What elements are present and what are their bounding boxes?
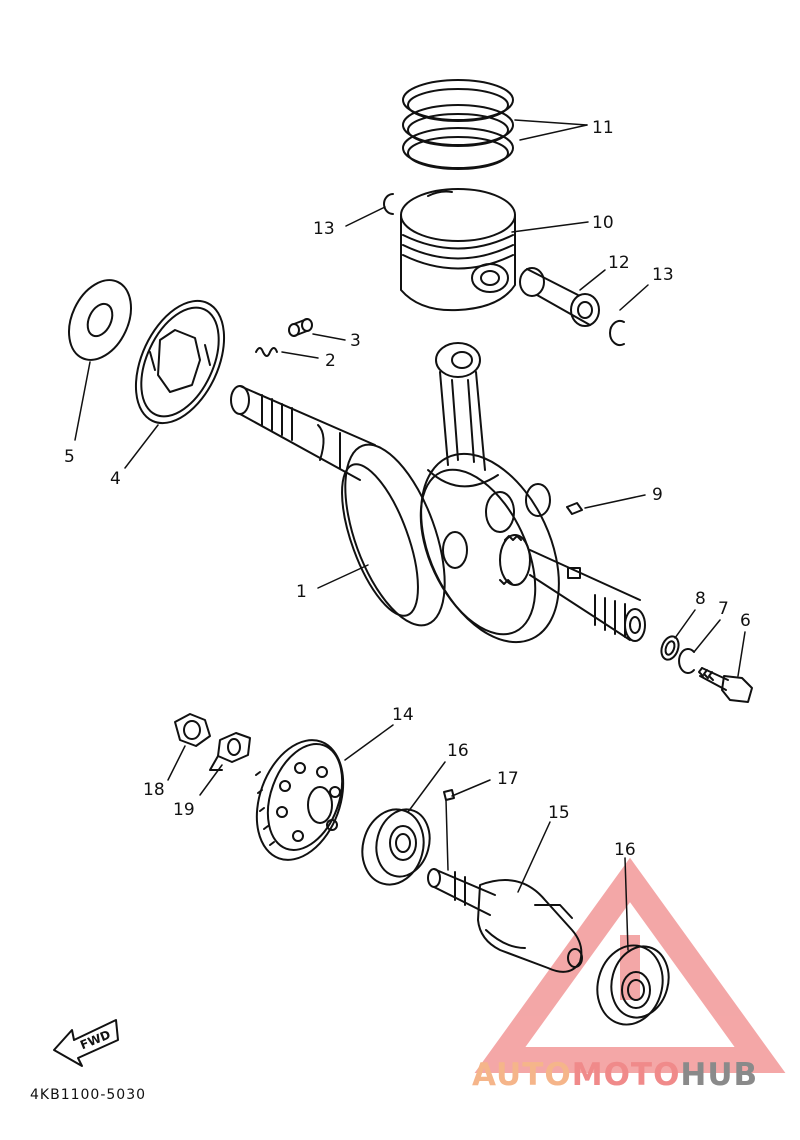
watermark-brand-text: AUTOMOTOHUB [472,1057,758,1093]
bolt-6 [698,667,753,703]
part-number: 4KB1100-5030 [30,1087,146,1103]
plate-4 [134,299,226,425]
callout-8: 8 [695,589,706,609]
nut-18 [174,713,211,747]
leader-lines [74,119,746,951]
callout-19: 19 [173,800,195,820]
callout-1: 1 [296,582,307,602]
callout-14: 14 [392,705,414,725]
balancer-shaft-15 [427,868,583,973]
fwd-arrow-icon [53,1019,119,1067]
watermark-auto: AUTO [472,1057,572,1093]
pin-3 [288,318,313,337]
callout-18: 18 [143,780,165,800]
callout-4: 4 [110,469,121,489]
callout-16b: 16 [614,840,636,860]
callout-3: 3 [350,331,361,351]
crankshaft [230,342,646,644]
washer-8 [660,635,680,661]
callout-13b: 13 [652,265,674,285]
watermark-moto: MOTO [572,1057,681,1093]
watermark-hub: HUB [680,1057,758,1093]
callout-11: 11 [592,118,614,138]
callout-9: 9 [652,485,663,505]
callout-15: 15 [548,803,570,823]
fwd-label: FWD [78,1027,112,1052]
key-9 [566,502,583,515]
callout-2: 2 [325,351,336,371]
watermark-logo [474,857,786,1073]
circlip-right [609,320,625,346]
callout-16a: 16 [447,741,469,761]
piston-pin [519,267,600,327]
callout-12: 12 [608,253,630,273]
piston-rings [402,79,514,170]
bearing-16-right [596,944,670,1026]
callout-labels: 11 10 13 12 13 3 2 5 4 9 1 8 7 6 14 16 1… [64,118,751,860]
circlip-left [383,193,394,215]
gear-14 [255,739,345,861]
washer-5 [68,279,132,361]
spring-2 [255,347,278,357]
callout-7: 7 [718,599,729,619]
piston [400,188,516,312]
callout-13a: 13 [313,219,335,239]
callout-17: 17 [497,769,519,789]
callout-5: 5 [64,447,75,467]
callout-6: 6 [740,611,751,631]
lock-washer-19 [209,732,251,771]
callout-10: 10 [592,213,614,233]
key-17 [443,789,455,801]
bearing-16-left [361,808,431,886]
lock-washer-7 [678,648,695,674]
